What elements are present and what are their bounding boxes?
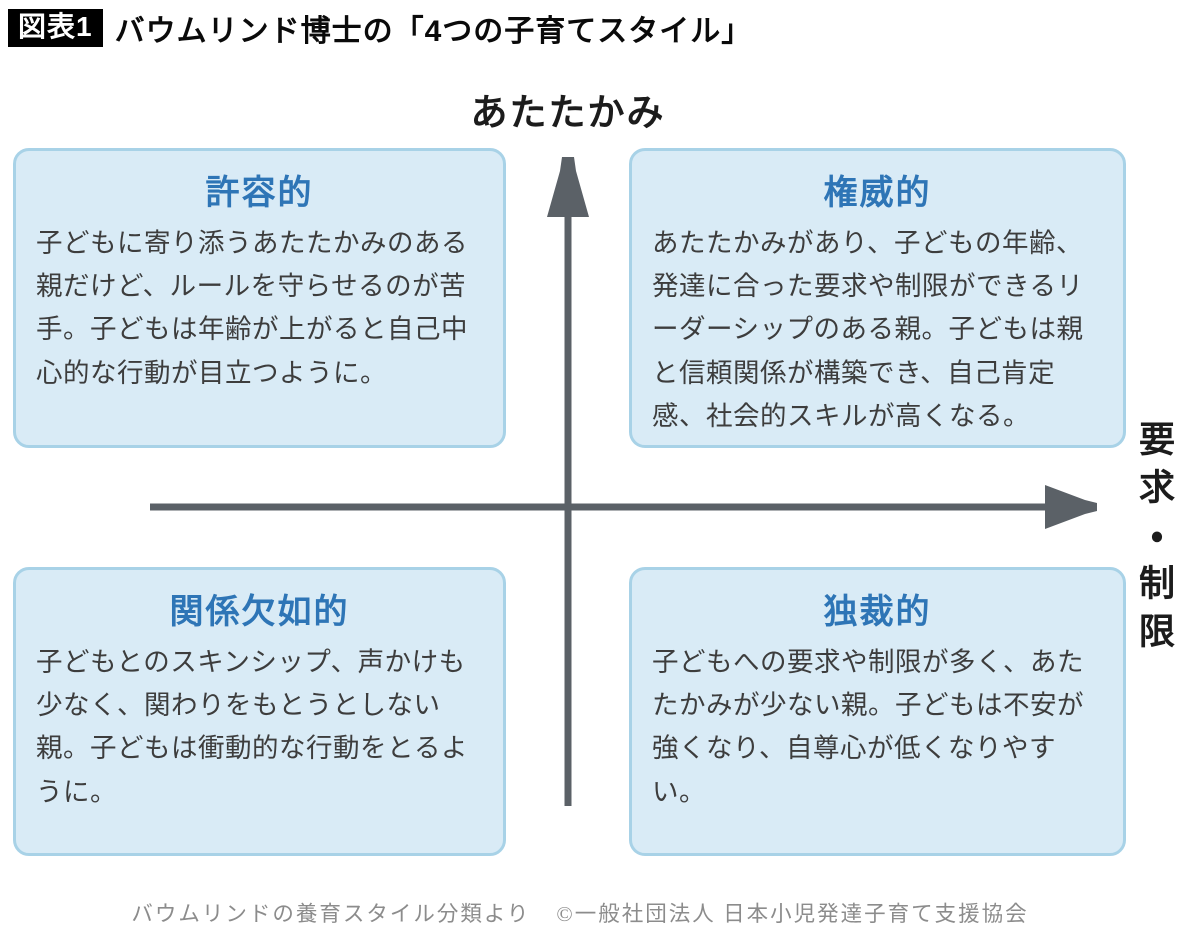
figure-header: 図表1 バウムリンド博士の「4つの子育てスタイル」 [8, 6, 752, 50]
figure-caption: バウムリンドの養育スタイル分類より ©一般社団法人 日本小児発達子育て支援協会 [0, 897, 1160, 928]
quadrant-authoritarian-description: 子どもへの要求や制限が多く、あたたかみが少ない親。子どもは不安が強くなり、自尊心… [652, 647, 1084, 807]
quadrant-authoritative-title: 権威的 [823, 174, 932, 212]
quadrant-authoritarian: 独裁的 子どもへの要求や制限が多く、あたたかみが少ない親。子どもは不安が強くなり… [629, 567, 1126, 856]
quadrant-permissive-title: 許容的 [205, 174, 314, 212]
horizontal-axis-arrowhead-icon [1045, 485, 1097, 529]
figure-title: バウムリンド博士の「4つの子育てスタイル」 [114, 15, 753, 48]
horizontal-axis-label: 要求・制限 [1134, 420, 1175, 660]
quadrant-authoritative-description: あたたかみがあり、子どもの年齢、発達に合った要求や制限ができるリーダーシップのあ… [652, 228, 1084, 431]
quadrant-permissive-description: 子どもに寄り添うあたたかみのある親だけど、ルールを守らせるのが苦手。子どもは年齢… [36, 228, 468, 388]
quadrant-authoritative: 権威的 あたたかみがあり、子どもの年齢、発達に合った要求や制限ができるリーダーシ… [629, 148, 1126, 448]
vertical-axis-arrowhead-icon [547, 157, 589, 217]
quadrant-uninvolved-description: 子どもとのスキンシップ、声かけも少なく、関わりをもとうとしない親。子どもは衝動的… [36, 647, 468, 807]
vertical-axis-label: あたたかみ [470, 92, 666, 133]
quadrant-permissive: 許容的 子どもに寄り添うあたたかみのある親だけど、ルールを守らせるのが苦手。子ど… [13, 148, 506, 448]
figure-number-badge: 図表1 [8, 9, 103, 47]
caption-copyright: ©一般社団法人 日本小児発達子育て支援協会 [556, 902, 1029, 926]
quadrant-uninvolved: 関係欠如的 子どもとのスキンシップ、声かけも少なく、関わりをもとうとしない親。子… [13, 567, 506, 856]
quadrant-authoritarian-title: 独裁的 [823, 593, 932, 631]
caption-source: バウムリンドの養育スタイル分類より [131, 902, 531, 926]
quadrant-uninvolved-title: 関係欠如的 [169, 593, 350, 631]
